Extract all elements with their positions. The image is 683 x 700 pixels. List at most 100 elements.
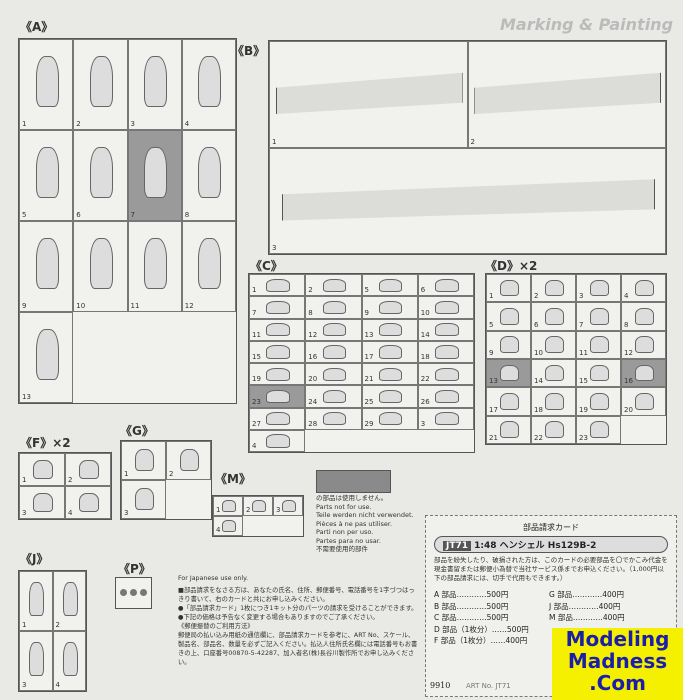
- part-d-3: 3: [576, 274, 621, 303]
- part-f-4: 4: [65, 486, 111, 519]
- part-shape: [89, 56, 113, 107]
- part-shape: [589, 279, 610, 297]
- part-shape: [144, 56, 168, 107]
- part-d-1: 1: [486, 274, 531, 303]
- part-shape: [322, 323, 347, 337]
- legend-line: Parti non per uso.: [316, 528, 374, 536]
- part-shape: [198, 147, 222, 198]
- paint-dot: [120, 589, 127, 596]
- sprue-m-label: 《M》: [215, 472, 251, 486]
- price-item: D 部品（1枚分）……500円: [434, 624, 529, 634]
- part-d-5: 5: [486, 302, 531, 331]
- part-number: 11: [252, 330, 261, 339]
- part-number: 28: [308, 419, 318, 428]
- part-d-10: 10: [531, 330, 576, 359]
- part-d-15: 15: [576, 358, 621, 388]
- part-number: 2: [470, 137, 475, 146]
- part-shape: [634, 364, 655, 382]
- part-shape: [35, 238, 59, 289]
- part-shape: [222, 500, 236, 513]
- price-item: G 部品…………400円: [549, 590, 625, 599]
- part-shape: [499, 279, 520, 297]
- art-no: ART No. JT71: [466, 682, 511, 690]
- part-c-7: 7: [249, 296, 306, 319]
- part-shape: [634, 279, 655, 297]
- part-d-23: 23: [576, 415, 621, 444]
- card-footer-code: 9910: [430, 681, 451, 690]
- part-number: 17: [364, 353, 374, 361]
- part-number: 4: [68, 509, 73, 517]
- part-a-7: 7: [127, 130, 182, 221]
- part-number: 9: [489, 348, 494, 357]
- part-shape: [322, 412, 347, 426]
- part-shape: [378, 412, 403, 426]
- part-number: 3: [272, 244, 277, 252]
- part-shape: [62, 642, 78, 677]
- part-shape: [179, 448, 200, 471]
- part-number: 6: [76, 211, 81, 219]
- part-g-3: 3: [121, 480, 166, 519]
- part-number: 22: [534, 434, 543, 442]
- part-number: 23: [579, 434, 588, 442]
- part-number: 11: [130, 302, 140, 310]
- part-shape: [435, 412, 459, 426]
- part-j-3: 3: [19, 631, 53, 691]
- price-item: C 部品…………500円: [434, 613, 509, 622]
- part-number: 11: [579, 348, 588, 357]
- part-number: 8: [308, 308, 313, 317]
- part-shape: [435, 345, 459, 359]
- not-for-use-swatch: [316, 470, 391, 493]
- part-number: 27: [252, 419, 261, 428]
- part-shape: [378, 323, 403, 337]
- part-shape: [33, 459, 53, 479]
- part-number: 13: [489, 377, 498, 386]
- part-shape: [378, 389, 403, 404]
- part-shape: [378, 300, 403, 315]
- note-line: ●「部品請求カード」1枚につき1キット分のパーツの請求を受けることができます。: [178, 605, 418, 612]
- paint-dot: [140, 589, 147, 596]
- part-shape: [35, 56, 59, 107]
- part-c-24: 24: [305, 385, 362, 408]
- part-number: 3: [579, 292, 584, 301]
- part-number: 25: [364, 397, 374, 406]
- part-shape: [435, 389, 459, 404]
- part-c-22: 22: [417, 363, 474, 386]
- part-number: 15: [579, 377, 588, 386]
- part-shape: [589, 336, 610, 353]
- part-shape: [282, 500, 296, 513]
- part-number: 10: [76, 302, 86, 310]
- part-shape: [266, 323, 290, 337]
- part-shape: [378, 278, 403, 292]
- part-number: 3: [22, 681, 27, 689]
- part-shape: [62, 582, 78, 617]
- part-number: 1: [124, 470, 129, 478]
- part-shape: [134, 448, 155, 471]
- sprue-p-label: 《P》: [118, 562, 151, 576]
- part-d-12: 12: [621, 330, 666, 359]
- part-shape: [474, 72, 662, 115]
- part-shape: [198, 56, 222, 107]
- card-body: 部品を紛失したり、破損された方は、このカードの必要部品を〇でかこみ代金を現金書留…: [434, 556, 668, 582]
- part-a-2: 2: [73, 39, 128, 130]
- part-c-11: 11: [249, 318, 306, 341]
- part-number: 4: [624, 292, 629, 301]
- paint-dot: [130, 589, 137, 596]
- part-number: 3: [22, 509, 27, 517]
- part-number: 10: [420, 308, 430, 317]
- part-c-13: 13: [361, 318, 418, 341]
- part-c-19: 19: [249, 363, 306, 386]
- part-shape: [378, 345, 403, 359]
- part-shape: [281, 179, 656, 221]
- part-d-16: 16: [621, 358, 666, 388]
- part-c-15: 15: [249, 340, 306, 363]
- part-number: 26: [420, 397, 430, 406]
- part-shape: [79, 459, 99, 479]
- part-f-1: 1: [19, 453, 65, 486]
- note-line: ■部品請求をなさる方は、あなたの氏名、住所、郵便番号、電話番号を1字づつはっきり…: [178, 587, 415, 603]
- not-for-use-legend: の部品は使用しません。 Parts not for use. Teile wer…: [316, 494, 420, 554]
- part-d-22: 22: [531, 415, 576, 444]
- part-shape: [29, 642, 45, 677]
- part-shape: [544, 308, 565, 325]
- part-a-3: 3: [127, 39, 182, 130]
